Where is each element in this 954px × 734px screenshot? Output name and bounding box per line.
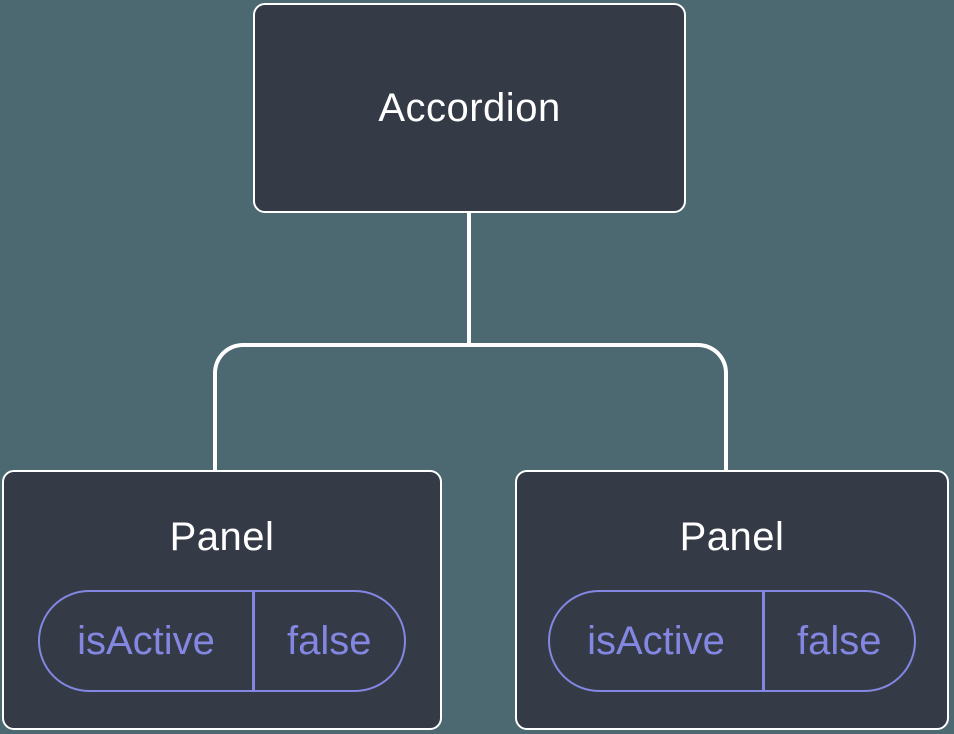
state-key: isActive (587, 618, 725, 663)
state-pill-divider (762, 592, 765, 690)
state-pill-right: isActive false (548, 590, 916, 692)
connector-stem-line (467, 211, 471, 345)
panel-node-right: Panel isActive false (515, 470, 949, 730)
state-value: false (287, 618, 372, 663)
state-pill-divider (252, 592, 255, 690)
accordion-node-label: Accordion (378, 85, 561, 130)
state-key: isActive (77, 618, 215, 663)
panel-left-label: Panel (169, 515, 275, 559)
panel-node-left: Panel isActive false (2, 470, 442, 730)
connector-branch-bracket (213, 343, 728, 470)
accordion-node: Accordion (253, 3, 686, 213)
state-value: false (797, 618, 882, 663)
state-pill-left: isActive false (38, 590, 406, 692)
panel-right-label: Panel (679, 515, 785, 559)
